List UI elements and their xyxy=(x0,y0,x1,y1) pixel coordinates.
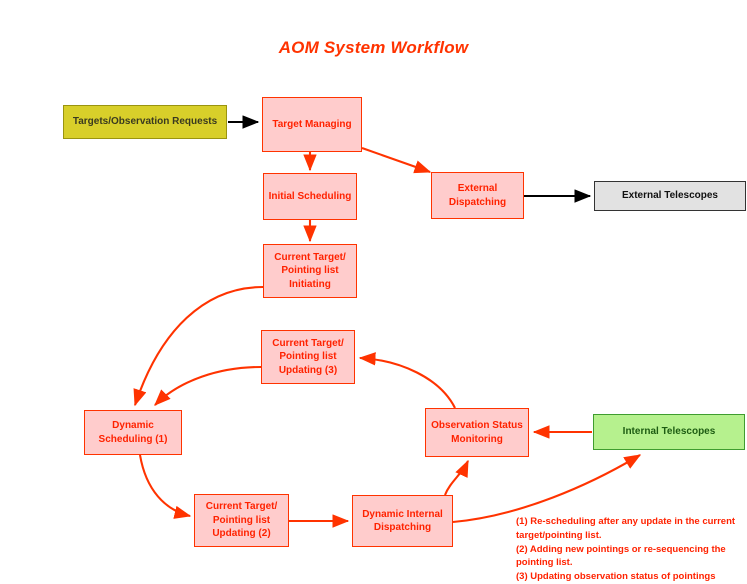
node-external-telescopes[interactable]: External Telescopes xyxy=(594,181,746,211)
node-label: Initial Scheduling xyxy=(268,190,352,202)
node-initial-scheduling[interactable]: Initial Scheduling xyxy=(263,173,357,220)
legend-notes: (1) Re-scheduling after any update in th… xyxy=(516,515,747,584)
node-targets-observation-requests[interactable]: Targets/Observation Requests xyxy=(63,105,227,139)
edge-initiating-to-dynamic-scheduling xyxy=(133,285,264,407)
node-internal-telescopes[interactable]: Internal Telescopes xyxy=(593,414,745,450)
edge-dynamic-scheduling-to-updating2 xyxy=(138,454,192,519)
edge-observation-status-to-updating3 xyxy=(358,352,456,409)
node-label: Internal Telescopes xyxy=(622,426,716,438)
edge-updating3-to-dynamic-scheduling xyxy=(154,365,262,406)
node-label: Targets/Observation Requests xyxy=(72,116,218,128)
node-target-managing[interactable]: Target Managing xyxy=(262,97,362,152)
page-title: AOM System Workflow xyxy=(278,38,469,57)
legend-note-1: (1) Re-scheduling after any update in th… xyxy=(516,516,736,541)
legend-note-3: (3) Updating observation status of point… xyxy=(516,571,716,583)
node-label: External Telescopes xyxy=(622,190,718,202)
edge-target-managing-to-external-dispatching xyxy=(361,147,432,174)
edge-dynamic-internal-dispatching-to-internal-telescopes xyxy=(452,454,642,524)
legend-note-2: (2) Adding new pointings or re-sequencin… xyxy=(516,543,726,569)
node-label: Target Managing xyxy=(272,118,352,130)
edge-dynamic-internal-dispatching-to-observation-status xyxy=(444,459,469,496)
